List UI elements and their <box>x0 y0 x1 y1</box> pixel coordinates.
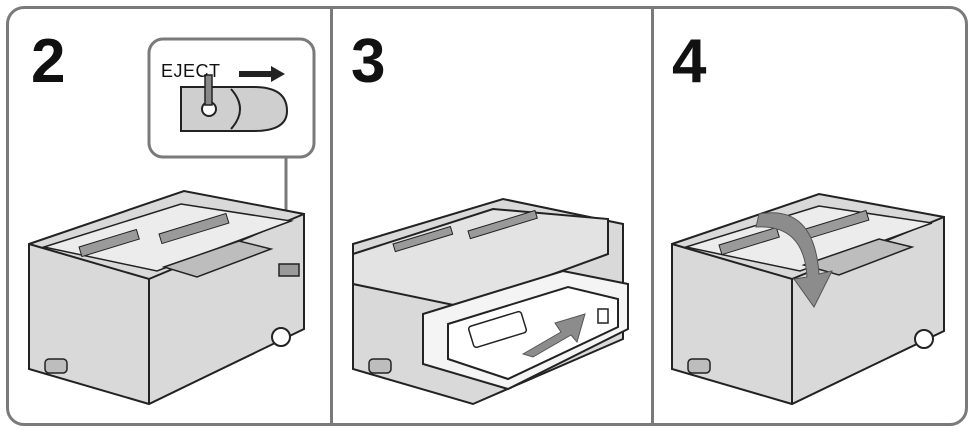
panel-step-4: 4 <box>654 9 965 423</box>
panel-divider <box>330 9 333 423</box>
panel-step-3: 3 <box>333 9 651 423</box>
device-illustration-step-3 <box>352 197 629 406</box>
cassette-tape <box>447 285 619 381</box>
insert-direction-arrow <box>521 313 586 358</box>
device-illustration-step-4 <box>671 192 945 406</box>
step-number-2: 2 <box>31 27 66 96</box>
step-number-3: 3 <box>351 27 386 96</box>
instruction-frame: 2 EJECT <box>6 6 968 426</box>
device-lid-open <box>352 207 609 309</box>
panel-step-2: 2 EJECT <box>9 9 330 423</box>
eject-direction-arrow <box>239 66 285 82</box>
step-number-4: 4 <box>672 27 707 96</box>
close-lid-arrow <box>755 212 833 308</box>
device-illustration-step-2 <box>28 37 316 406</box>
eject-label: EJECT <box>161 61 221 81</box>
panel-divider <box>651 9 654 423</box>
